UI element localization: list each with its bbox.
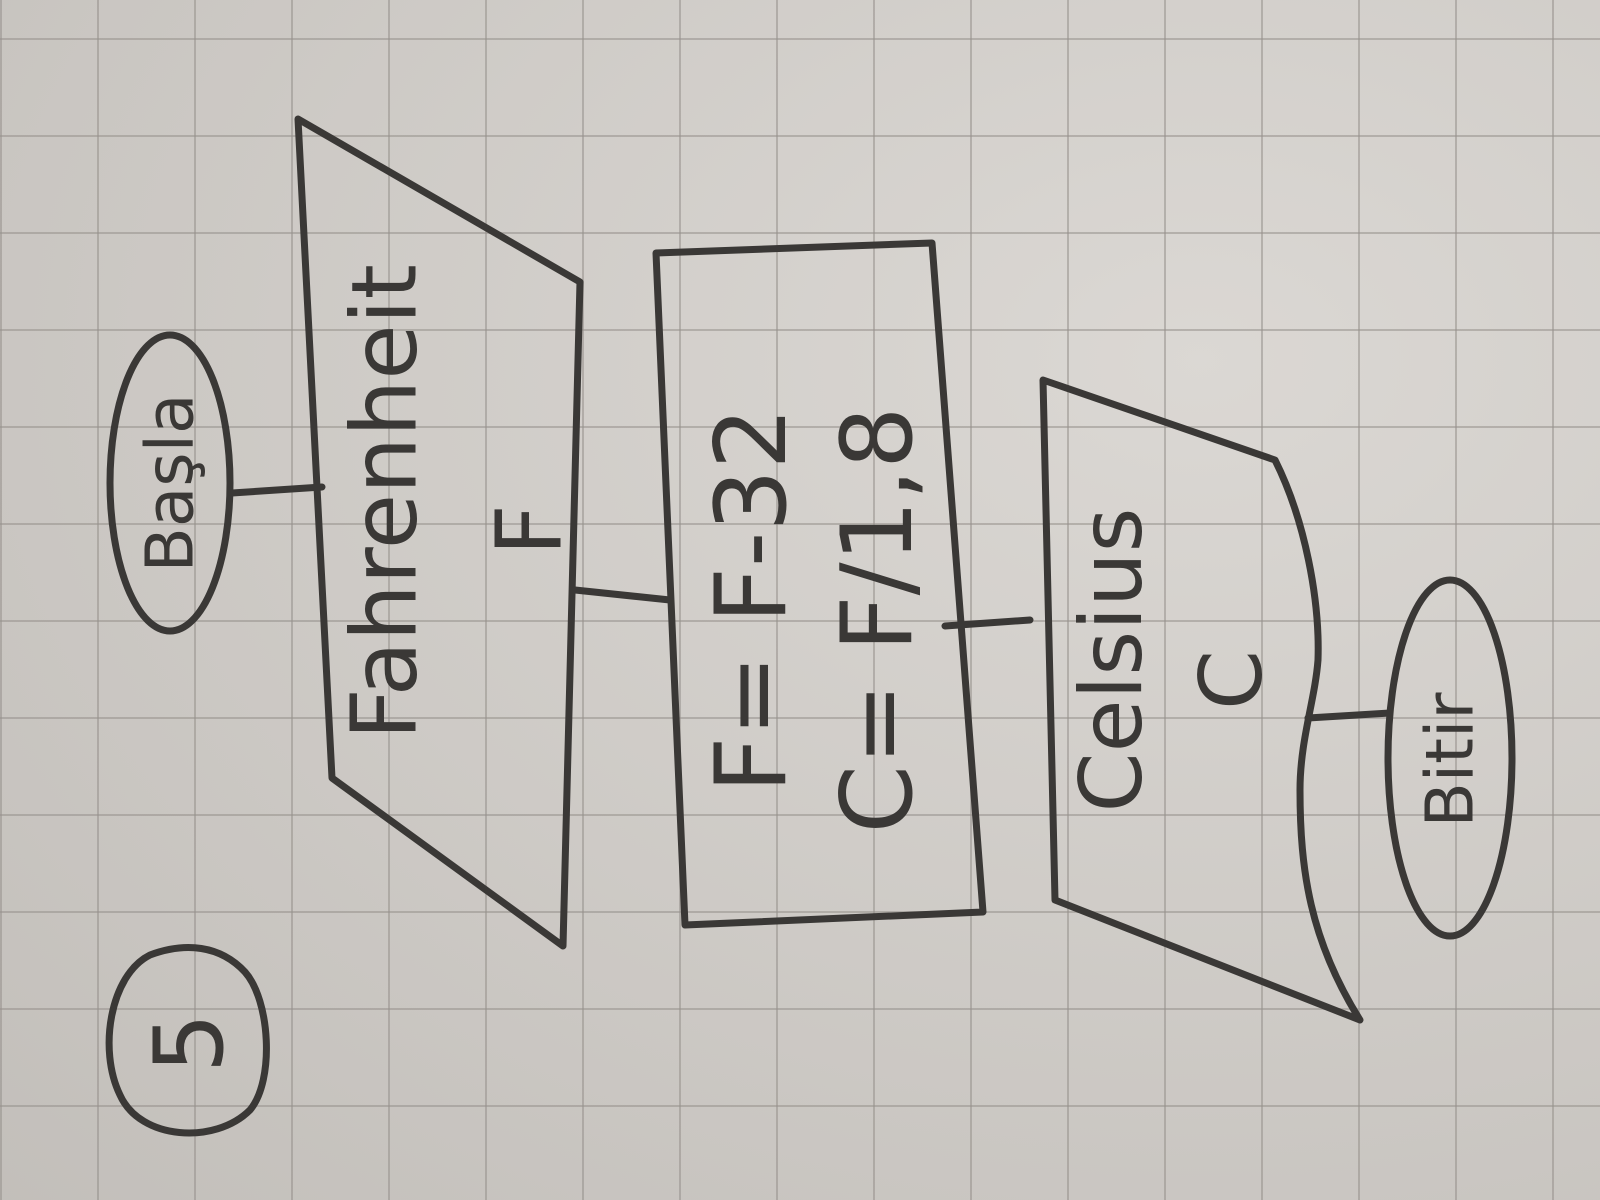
output-shape: Celsius C [1039,376,1364,1024]
start-oval [106,331,234,635]
process-shape: F= F-32 C= F/1,8 [652,239,987,929]
process-label-line2: C= F/1,8 [821,407,935,834]
process-label-line1: F= F-32 [695,407,809,793]
output-label-line1: Celsius [1062,508,1162,813]
output-display-outline [1039,376,1364,1024]
input-shape: Fahrenheit F [294,115,584,950]
end-label: Bitir [1412,692,1489,828]
process-rectangle [652,239,987,929]
page-number-circle [105,944,270,1137]
input-parallelogram [294,115,584,950]
input-label-line2: F [478,504,583,556]
page-number: 5 [105,944,270,1137]
connector-process-output [941,616,1034,630]
connector-output-end [1304,709,1394,722]
end-oval [1384,576,1516,940]
input-label-line1: Fahrenheit [333,264,438,740]
end-terminal: Bitir [1384,576,1516,940]
page-number-text: 5 [135,1013,245,1073]
start-label: Başla [132,394,209,573]
output-label-line2: C [1182,650,1282,710]
start-terminal: Başla [106,331,234,635]
connector-start-input [228,483,326,497]
connector-input-process [571,586,674,604]
